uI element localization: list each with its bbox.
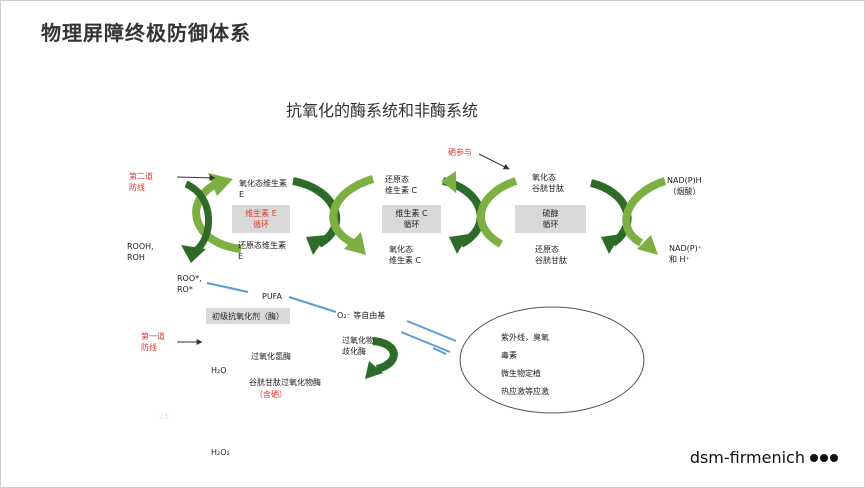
reduced-vit-e-label: 还原态维生素 E [238, 241, 286, 261]
brand-name: dsm-firmenich [689, 448, 805, 467]
vit-c-cycle-label: 维生素 C 循环 [395, 209, 428, 229]
pufa-label: PUFA [262, 292, 283, 301]
oxidized-vit-e-label: 氧化态维生素 E [239, 179, 287, 199]
vit-c-cycle-box: 维生素 C 循环 [382, 205, 441, 233]
g-n-arrow-1 [589, 179, 632, 247]
sod-arrow-head [365, 361, 383, 379]
contains-selenium-label: （含硒） [255, 390, 287, 399]
vit-e-arrow-up [192, 180, 242, 253]
reduced-gsh-label: 还原态 谷胱甘肽 [535, 245, 567, 265]
c-g-arrow-2-head [441, 171, 456, 193]
sources-ellipse [459, 306, 645, 414]
h2o-label: H₂O [211, 366, 227, 375]
sod-arrow [372, 337, 398, 373]
sources-blue-line-2 [400, 331, 451, 353]
c-g-arrow-1 [441, 177, 485, 248]
pufa-blue-line [206, 282, 249, 293]
c-g-arrow-1-head [449, 234, 469, 254]
vit-e-cycle-label: 维生素 E 循环 [245, 209, 277, 229]
second-defense-label: 第二道 防线 [129, 172, 153, 192]
primary-antioxidant-box: 初级抗氧化剂（酶） [206, 308, 290, 324]
roo-label: ROO*, RO* [177, 274, 202, 294]
rooh-label: ROOH, ROH [127, 242, 154, 262]
g-n-arrow-2-head [637, 235, 658, 255]
brand-dots-icon [810, 453, 838, 462]
nadp-label: NAD(P)⁺ 和 H⁺ [669, 244, 702, 264]
sources-blue-line-1 [406, 320, 457, 342]
sources-blue-line-3 [432, 347, 447, 355]
vit-e-arrow-down-head [181, 245, 206, 263]
nadph-label: NAD(P)H （烟酸） [667, 176, 702, 196]
brand-logo: dsm-firmenich [690, 448, 838, 467]
c-g-arrow-2 [477, 177, 518, 248]
g-n-arrow-1-head [601, 234, 621, 254]
thiol-cycle-label: 硫醇 循环 [542, 209, 559, 229]
h2o2-label: H₂O₂ [211, 448, 230, 457]
source-item: 热应激等应激 [501, 387, 549, 396]
e-c-arrow-2 [329, 175, 375, 247]
reduced-vit-c-label: 还原态 维生素 C [385, 175, 418, 195]
g-n-arrow-2 [622, 177, 667, 247]
oxidized-vit-c-label: 氧化态 维生素 C [389, 245, 422, 265]
primary-antioxidant-label: 初级抗氧化剂（酶） [212, 311, 284, 321]
o2-radicals-label: O₂⁻ 等自由基 [337, 311, 386, 320]
thiol-cycle-box: 硫醇 循环 [515, 205, 586, 233]
vit-e-arrow-down [184, 180, 212, 254]
gsh-peroxidase-label: 谷胱甘肽过氧化物酶 [249, 378, 321, 387]
catalase-label: 过氧化氢酶 [251, 352, 291, 361]
page-number: 25 [159, 412, 170, 421]
diagram-title: 抗氧化的酶系统和非酶系统 [286, 101, 479, 120]
sources-list: 紫外线，臭氧 毒素 微生物定植 热应激等应激 [501, 329, 549, 401]
vit-e-cycle-box: 维生素 E 循环 [232, 205, 290, 233]
sod-label: 过氧化物 歧化酶 [342, 336, 374, 356]
oxidized-gsh-label: 氧化态 谷胱甘肽 [532, 173, 564, 193]
source-item: 毒素 [501, 351, 517, 360]
second-defense-pointer [176, 174, 216, 181]
pufa-o2-blue-line [288, 296, 337, 313]
selenium-label: 硒参与 [448, 148, 472, 157]
selenium-pointer [478, 153, 510, 170]
source-item: 紫外线，臭氧 [501, 333, 549, 342]
source-item: 微生物定植 [501, 369, 541, 378]
slide-title: 物理屏障终极防御体系 [41, 21, 251, 45]
e-c-arrow-1-head [306, 235, 327, 255]
first-defense-label: 第一道 防线 [141, 332, 165, 352]
e-c-arrow-2-head [344, 232, 366, 255]
